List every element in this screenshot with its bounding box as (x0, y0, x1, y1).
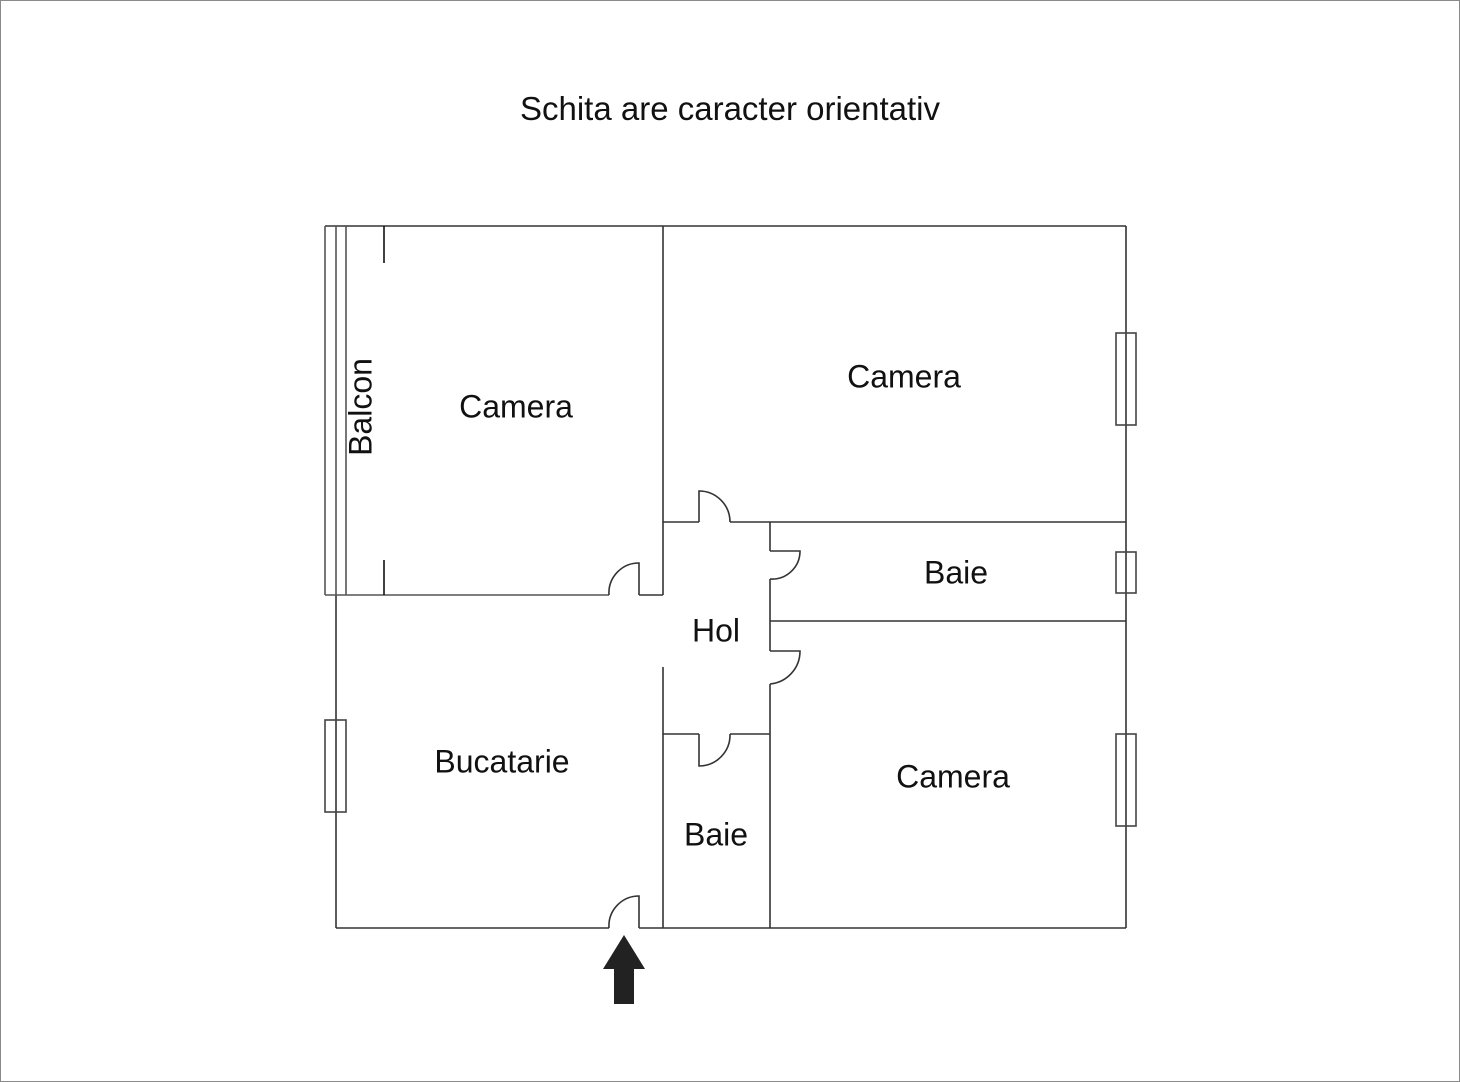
door-baie-south (698, 733, 731, 767)
plan-title: Schita are caracter orientativ (519, 90, 941, 127)
window-camera-se (1115, 733, 1137, 827)
balcony-structure (324, 226, 609, 596)
window-camera-ne (1115, 332, 1137, 426)
door-entrance (608, 895, 640, 929)
window-baie-east (1115, 551, 1137, 594)
room-label-baie-south: Baie (683, 816, 749, 853)
door-camera-ne (698, 490, 731, 523)
interior-walls (639, 226, 1126, 929)
door-camera-se (769, 650, 801, 685)
outer-walls (325, 225, 1127, 929)
windows (324, 332, 1137, 827)
room-label-bucatarie: Bucatarie (434, 743, 570, 780)
room-label-camera-nw: Camera (459, 388, 573, 425)
room-label-camera-se: Camera (896, 758, 1010, 795)
doors (608, 490, 801, 929)
room-label-hol: Hol (691, 612, 741, 649)
room-label-camera-ne: Camera (847, 358, 961, 395)
balcony-label: Balcon (342, 358, 379, 456)
window-bucatarie (324, 719, 347, 813)
entrance-arrow-icon (603, 935, 645, 1004)
room-label-baie-east: Baie (923, 554, 989, 591)
door-camera-nw (608, 562, 640, 596)
door-baie-east (769, 550, 801, 580)
